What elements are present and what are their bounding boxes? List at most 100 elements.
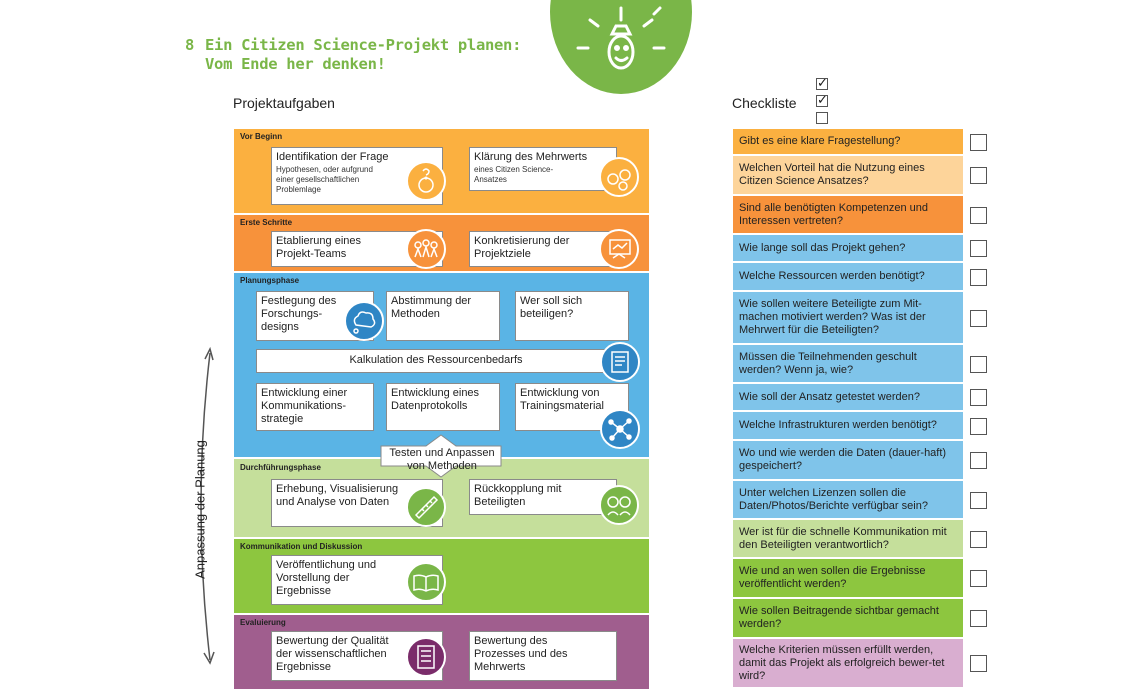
goals-board-icon [599, 229, 639, 269]
task-subtitle: Hypothesen, oder aufgrund einer gesellsc… [276, 165, 373, 194]
right-column-title: Checkliste [732, 95, 797, 111]
task-box: Entwicklung eines Datenprotokolls [386, 383, 500, 431]
book-icon [406, 562, 446, 602]
checklist-item: Wie sollen weitere Beteiligte zum Mit-ma… [732, 291, 964, 344]
section-vor-beginn: Vor Beginn Identifikation der Frage Hypo… [233, 128, 650, 214]
checklist-item-text: Unter welchen Lizenzen sollen die Daten/… [739, 486, 928, 512]
ruler-icon [406, 487, 446, 527]
double-arrow-icon [200, 346, 215, 665]
task-box: Rückkopplung mit Beteiligten [469, 479, 617, 515]
checklist-checkbox[interactable] [970, 389, 987, 406]
task-title: Veröffentlichung und Vorstellung der Erg… [276, 559, 377, 597]
checklist-checkbox[interactable] [970, 655, 987, 672]
checklist-item-text: Müssen die Teilnehmenden geschult werden… [739, 350, 917, 376]
task-title: Abstimmung der Methoden [391, 295, 472, 320]
checklist-item: Wie soll der Ansatz getestet werden? [732, 383, 964, 411]
lightbulb-face-icon [576, 6, 666, 70]
network-icon [600, 409, 640, 449]
checklist-checkbox[interactable] [970, 417, 987, 435]
page-heading: 8 Ein Citizen Science-Projekt planen: Vom… [185, 36, 521, 74]
checklist-item-text: Wer ist für die schnelle Kommunikation m… [739, 525, 947, 551]
checklist-icon [406, 637, 446, 677]
checklist-item: Wie und an wen sollen die Ergebnisse ver… [732, 558, 964, 598]
section-label: Erste Schritte [240, 218, 293, 227]
side-label: Anpassung der Planung [192, 440, 208, 579]
task-title: Rückkopplung mit Beteiligten [474, 483, 562, 508]
task-box: Bewertung des Prozesses und des Mehrwert… [469, 631, 617, 681]
checklist-item: Wie sollen Beitragende sichtbar gemacht … [732, 598, 964, 638]
checklist-item-text: Gibt es eine klare Fragestellung? [739, 135, 901, 147]
checklist-item: Welchen Vorteil hat die Nutzung eines Ci… [732, 155, 964, 195]
section-evaluierung: Evaluierung Bewertung der Qualität der w… [233, 614, 650, 690]
lightbulb-face-logo [550, 0, 692, 94]
checklist-item-text: Welche Infrastrukturen werden benötigt? [739, 419, 937, 431]
task-box: Konkretisierung der Projektziele [469, 231, 617, 267]
task-subtitle: eines Citizen Science-Ansatzes [474, 165, 554, 184]
checklist-checkbox[interactable] [970, 610, 987, 627]
task-title: Festlegung des Forschungs-designs [261, 295, 337, 333]
checklist-checkbox[interactable] [970, 491, 987, 509]
checklist-item-text: Wie soll der Ansatz getestet werden? [739, 390, 920, 403]
checklist-checkbox[interactable] [970, 570, 987, 587]
task-title: Entwicklung eines Datenprotokolls [391, 387, 480, 412]
thought-cloud-icon [344, 301, 384, 341]
checklist-item: Welche Ressourcen werden benötigt? [732, 262, 964, 291]
section-label: Durchführungsphase [240, 463, 321, 472]
task-title: Konkretisierung der Projektziele [474, 235, 570, 260]
checklist-checkbox[interactable] [970, 167, 987, 184]
checklist-item: Gibt es eine klare Fragestellung? [732, 128, 964, 155]
section-erste-schritte: Erste Schritte Etablierung eines Projekt… [233, 214, 650, 272]
check-mark-icon: ✓ [817, 92, 828, 107]
checklist-checkbox[interactable] [970, 355, 987, 373]
checklist-item-text: Welche Ressourcen werden benötigt? [739, 270, 925, 282]
section-label: Planungsphase [240, 276, 300, 285]
task-title: Kalkulation des Ressourcenbedarfs [349, 354, 523, 366]
checklist-item: Sind alle benötigten Kompetenzen und Int… [732, 195, 964, 234]
checklist-item: Wer ist für die schnelle Kommunikation m… [732, 519, 964, 558]
task-box-wide: Kalkulation des Ressourcenbedarfs [256, 349, 616, 373]
checklist-checkbox[interactable] [970, 309, 987, 327]
checklist-checkbox[interactable] [970, 530, 987, 548]
checklist-item-text: Wie und an wen sollen die Ergebnisse ver… [739, 565, 926, 590]
notebook-icon [600, 342, 640, 382]
heading-number: 8 [185, 36, 195, 54]
checklist-item: Unter welchen Lizenzen sollen die Daten/… [732, 480, 964, 519]
checklist-item-text: Welchen Vorteil hat die Nutzung eines Ci… [739, 162, 925, 187]
checklist-checkbox[interactable] [970, 206, 987, 224]
section-kommunikation: Kommunikation und Diskussion Veröffentli… [233, 538, 650, 614]
check-mark-icon: ✓ [817, 75, 828, 90]
checklist-item-text: Wie sollen Beitragende sichtbar gemacht … [739, 605, 939, 630]
section-planungsphase: Planungsphase Festlegung des Forschungs-… [233, 272, 650, 458]
section-label: Kommunikation und Diskussion [240, 542, 363, 551]
checklist-checkbox[interactable] [970, 240, 987, 257]
question-face-icon [406, 161, 446, 201]
checklist-checkbox[interactable] [970, 133, 987, 151]
task-title: Bewertung des Prozesses und des Mehrwert… [474, 635, 568, 673]
team-icon [406, 229, 446, 269]
task-title: Etablierung eines Projekt-Teams [276, 235, 362, 260]
task-box: Abstimmung der Methoden [386, 291, 500, 341]
checklist-item: Wo und wie werden die Daten (dauer-haft)… [732, 440, 964, 480]
task-box: Klärung des Mehrwerts eines Citizen Scie… [469, 147, 617, 191]
checklist-item: Welche Infrastrukturen werden benötigt? [732, 411, 964, 440]
task-title: Entwicklung von Trainingsmaterial [520, 387, 604, 412]
up-down-arrow-box [380, 434, 502, 478]
test-box-label: Testen und Anpassen von Methoden [389, 447, 495, 472]
task-title: Wer soll sich beteiligen? [520, 295, 583, 320]
legend-checkbox-2: ✓ [816, 92, 828, 107]
heading-line-1: Ein Citizen Science-Projekt planen: [205, 36, 522, 54]
checklist-item-text: Sind alle benötigten Kompetenzen und Int… [739, 201, 928, 227]
checklist-checkbox[interactable] [970, 452, 987, 469]
checklist-item: Wie lange soll das Projekt gehen? [732, 234, 964, 262]
task-title: Bewertung der Qualität der wissenschaftl… [276, 635, 389, 673]
checklist-item: Welche Kriterien müssen erfüllt werden, … [732, 638, 964, 688]
checklist-checkbox[interactable] [970, 268, 987, 286]
checklist-item-text: Wie lange soll das Projekt gehen? [739, 241, 906, 254]
heading-line-2: Vom Ende her denken! [205, 55, 386, 73]
section-label: Evaluierung [240, 618, 286, 627]
checklist-item-text: Welche Kriterien müssen erfüllt werden, … [739, 643, 945, 682]
checklist-item-text: Wo und wie werden die Daten (dauer-haft)… [739, 447, 947, 472]
task-title: Klärung des Mehrwerts [474, 151, 588, 163]
task-title: Entwicklung einer Kommunikations-strateg… [261, 387, 348, 425]
checklist-item: Müssen die Teilnehmenden geschult werden… [732, 344, 964, 383]
